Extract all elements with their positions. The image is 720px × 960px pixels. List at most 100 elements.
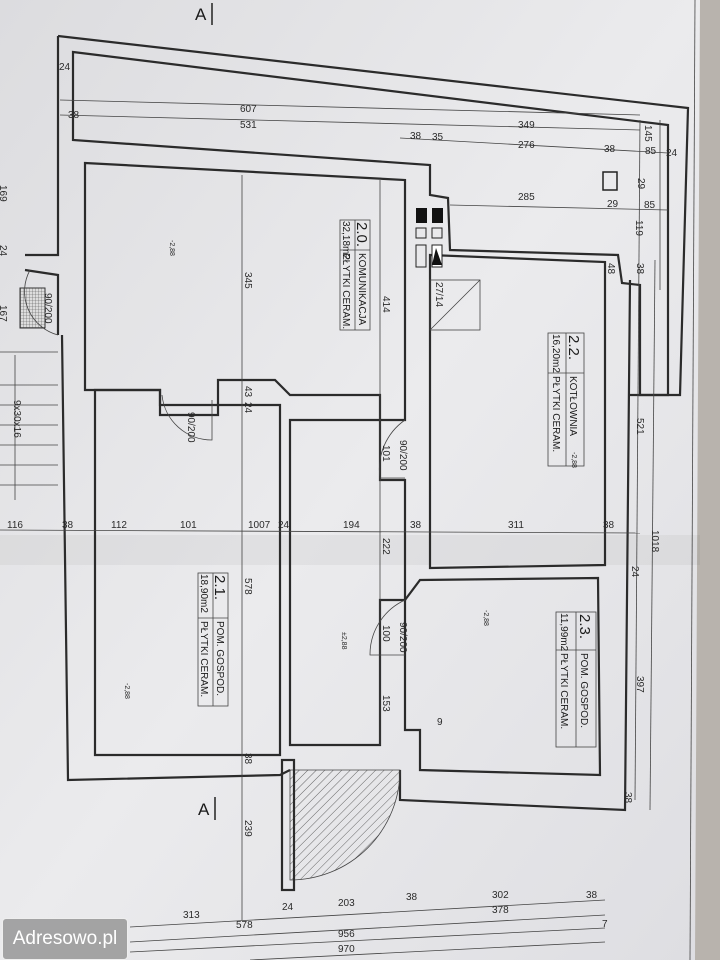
door-label: 90/200 — [397, 622, 408, 653]
dimension-text: 38 — [410, 520, 422, 531]
door-swings — [24, 269, 406, 881]
room-floor: PŁYTKI CERAM. — [550, 376, 561, 452]
vent-label: 27/14 — [433, 282, 444, 307]
stairs-label: 9x30x16 — [11, 400, 22, 438]
outer-wall-bottom — [60, 334, 291, 782]
dimension-text: 24 — [282, 902, 294, 913]
dimension-text: 7 — [602, 919, 608, 930]
outer-wall — [57, 34, 690, 397]
paper-sheet — [0, 0, 700, 960]
dimension-text: 169 — [0, 185, 8, 202]
room-label-2-1: 2.1. POM. GOSPOD. 18,90m2 PŁYTKI CERAM. — [197, 572, 229, 707]
outer-wall-left — [25, 36, 60, 257]
room-label-2-3: 2.3. POM. GOSPOD. 11,99m2 PŁYTKI CERAM. — [555, 611, 597, 748]
room-floor: PŁYTKI CERAM. — [558, 653, 569, 729]
room-name: POM. GOSPOD. — [214, 621, 225, 696]
dimension-text: 29 — [607, 199, 619, 210]
dimension-text: 24 — [666, 148, 678, 159]
stair-landing — [19, 287, 46, 329]
dimension-text: 970 — [338, 944, 355, 955]
door-label: 90/200 — [185, 412, 196, 443]
dimensions-bottom: 313 24 203 38 302 38 578 378 7 956 970 — [183, 890, 608, 955]
dimension-text: 48 — [605, 263, 616, 275]
column-marker — [602, 171, 618, 191]
dimension-text: 285 — [518, 192, 535, 203]
dimension-text: 24 — [629, 566, 640, 578]
room-number: 2.2. — [565, 335, 582, 360]
door-label: 90/200 — [397, 440, 408, 471]
dimension-text: 38 — [603, 520, 615, 531]
room-number: 2.1. — [211, 575, 228, 600]
dimension-text: 85 — [645, 146, 657, 157]
dimension-text: 153 — [380, 695, 391, 712]
dimension-text: 112 — [111, 520, 127, 531]
dimension-text: 43 — [242, 386, 253, 398]
dimension-text: 24 — [242, 402, 253, 414]
level-marker: -2,88 — [168, 240, 175, 256]
room-label-2-2: 2.2. KOTŁOWNIA 16,20m2 PŁYTKI CERAM. — [547, 332, 585, 467]
dimension-text: 1018 — [649, 530, 660, 553]
watermark-logo: Adresowo.pl — [2, 918, 128, 960]
outer-wall-left-lower — [24, 268, 60, 335]
room-2-2-outline — [428, 253, 607, 570]
dimension-text: 24 — [0, 245, 8, 257]
dimension-text: 38 — [406, 892, 418, 903]
dimension-text: 38 — [622, 792, 633, 804]
dimension-text: 35 — [432, 132, 444, 143]
dimension-text: 349 — [518, 120, 535, 131]
dimension-text: 956 — [338, 929, 355, 940]
chimney-blocks — [415, 208, 443, 268]
room-number: 2.0. — [353, 222, 370, 247]
dimension-text: 24 — [59, 62, 71, 73]
dimension-text: 38 — [242, 753, 253, 765]
level-marker: -2,88 — [123, 683, 130, 699]
paper-border — [689, 0, 696, 960]
dimension-text: 607 — [240, 104, 257, 115]
room-floor: PŁYTKI CERAM. — [340, 253, 351, 329]
dimension-text: 29 — [635, 178, 646, 190]
room-area: 32,18m2 — [340, 221, 351, 260]
dimension-text: 578 — [242, 578, 253, 595]
dimension-text: 311 — [508, 520, 524, 531]
dimension-text: 116 — [7, 520, 23, 531]
dimension-text: 9 — [437, 717, 443, 728]
dimension-text: 578 — [236, 920, 253, 931]
room-name: KOMUNIKACJA — [356, 253, 367, 326]
level-markers: -2,88 -2,88 ±2,88 -2,88 -2,88 — [123, 240, 577, 699]
dimension-text: 24 — [278, 520, 290, 531]
dimension-text: 38 — [634, 263, 645, 275]
dimension-text: 414 — [380, 296, 391, 313]
dimension-text: 38 — [62, 520, 74, 531]
dimension-text: 194 — [343, 520, 360, 531]
dimension-text: 276 — [518, 140, 535, 151]
dimension-text: 521 — [634, 418, 645, 435]
level-marker: ±2,88 — [340, 632, 347, 650]
dimension-text: 313 — [183, 910, 200, 921]
dimension-text: 239 — [242, 820, 253, 837]
bottom-wall-stub — [280, 758, 296, 892]
room-floor: PŁYTKI CERAM. — [198, 621, 209, 697]
room-area: 18,90m2 — [198, 574, 209, 613]
section-mark: A — [198, 800, 210, 819]
dimension-text: 302 — [492, 890, 509, 901]
dimension-text: 345 — [242, 272, 253, 289]
dimension-text: 119 — [633, 220, 644, 236]
room-area: 16,20m2 — [550, 334, 561, 373]
room-number: 2.3. — [576, 614, 593, 639]
dimension-text: 397 — [634, 676, 645, 693]
dimension-text: 38 — [68, 110, 80, 121]
dimension-text: 38 — [604, 144, 616, 155]
dimension-text: 1007 — [248, 520, 271, 531]
dimension-text: 101 — [380, 445, 391, 462]
paper-fold — [0, 535, 700, 565]
vent-box — [429, 279, 481, 331]
dimension-text: 531 — [240, 120, 257, 131]
dimension-lines — [0, 99, 669, 960]
dimension-text: 378 — [492, 905, 509, 916]
room-2-3-outline — [403, 576, 602, 777]
door-label: 90/200 — [42, 293, 53, 324]
dimension-text: 222 — [380, 538, 391, 555]
room-area: 11,99m2 — [558, 613, 569, 652]
dimension-text: 203 — [338, 898, 355, 909]
